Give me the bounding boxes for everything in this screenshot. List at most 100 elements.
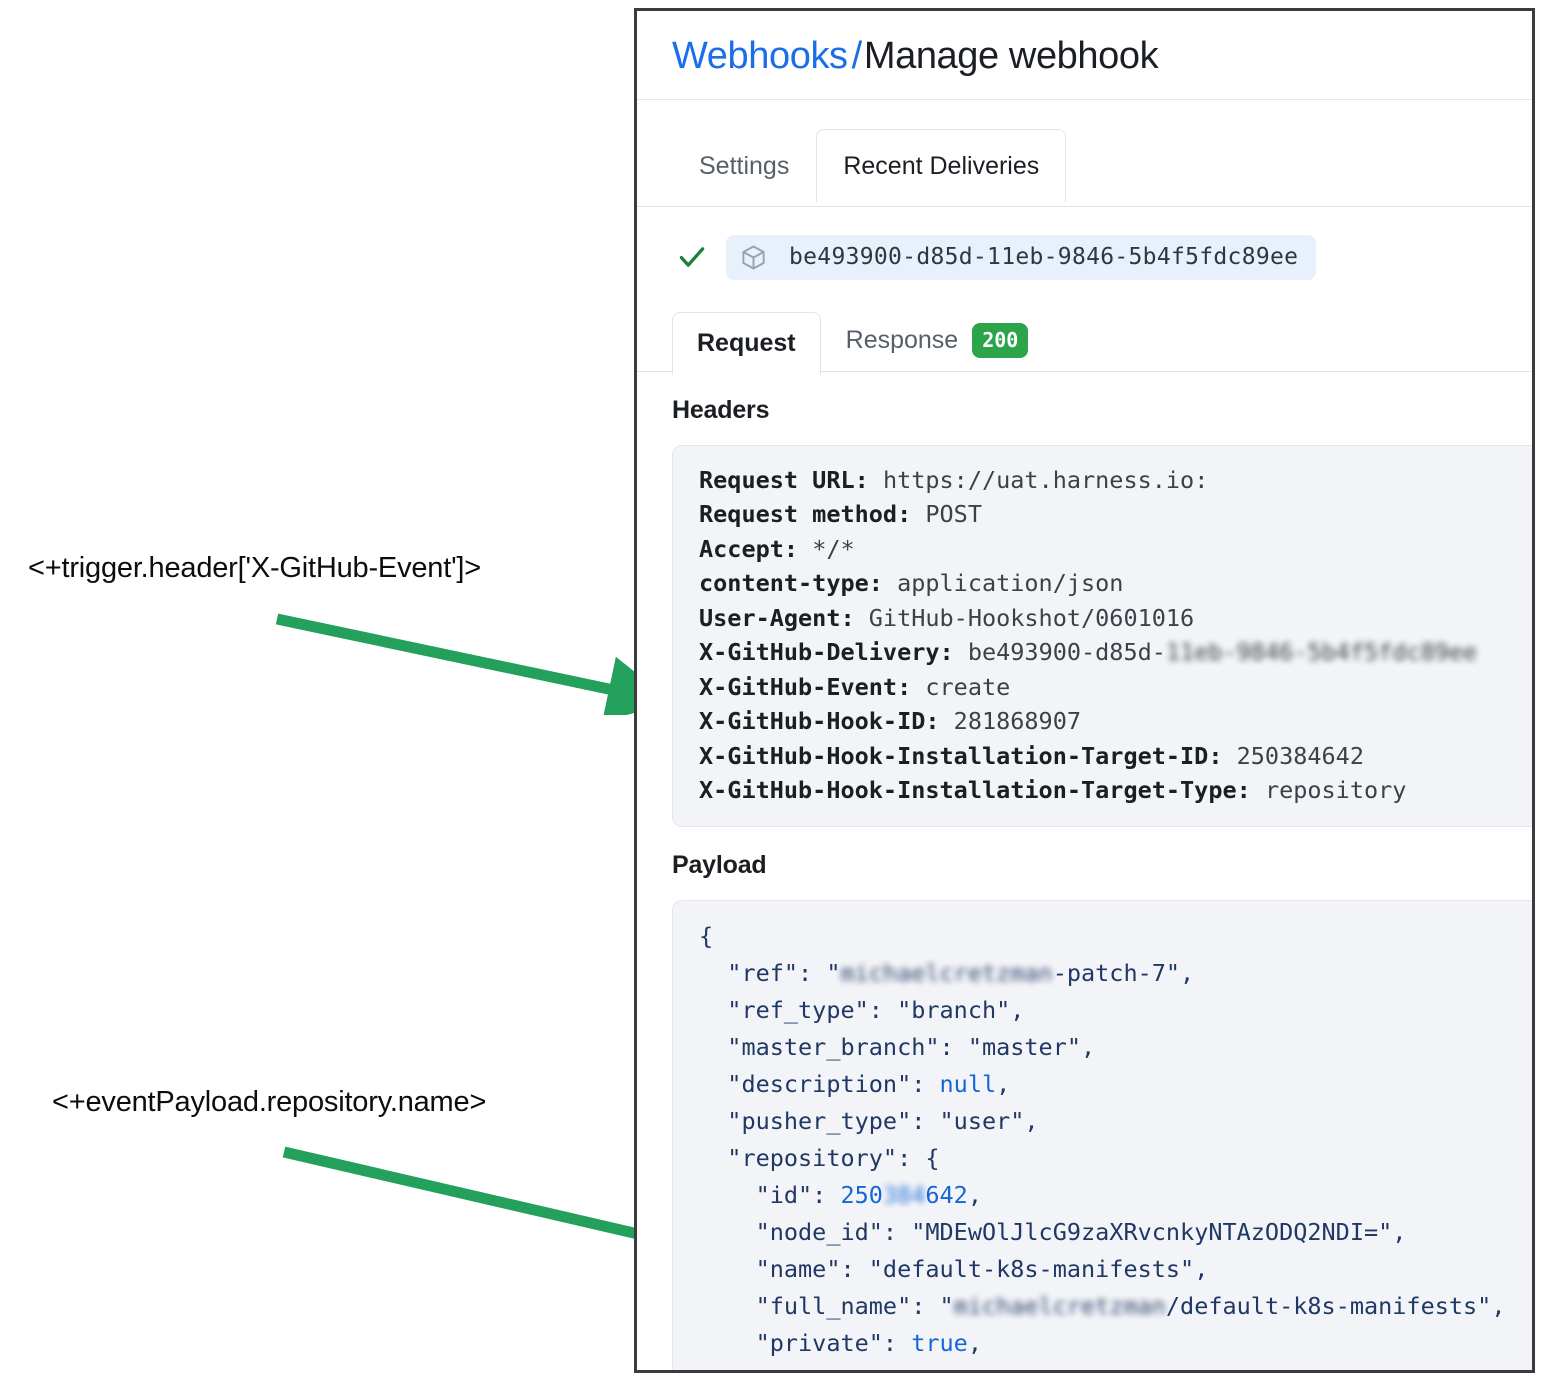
header-key: Request method: bbox=[699, 500, 926, 529]
header-key: Request URL: bbox=[699, 465, 883, 494]
payload-heading: Payload bbox=[672, 850, 767, 879]
payload-indent bbox=[699, 1033, 727, 1061]
header-value: POST bbox=[925, 500, 982, 529]
payload-text: "repository": { bbox=[727, 1143, 940, 1172]
payload-text: "private": bbox=[755, 1328, 912, 1357]
payload-indent bbox=[699, 1292, 756, 1320]
payload-redacted-text: 384 bbox=[882, 1180, 926, 1209]
payload-text: -patch-7", bbox=[1052, 958, 1195, 987]
payload-line: "pusher_type": "user", bbox=[699, 1103, 1532, 1140]
payload-indent bbox=[699, 1144, 727, 1172]
tab-response[interactable]: Response 200 bbox=[821, 306, 1054, 375]
payload-line: "name": "default-k8s-manifests", bbox=[699, 1251, 1532, 1288]
payload-text: , bbox=[967, 1328, 982, 1357]
payload-text: "owner": { bbox=[756, 1366, 897, 1370]
headers-box: Request URL: https://uat.harness.io:Requ… bbox=[672, 444, 1532, 827]
headers-heading: Headers bbox=[672, 395, 770, 424]
payload-line: "ref_type": "branch", bbox=[699, 992, 1532, 1029]
header-row: X-GitHub-Hook-Installation-Target-Type: … bbox=[699, 773, 1532, 808]
payload-text: "name": "default-k8s-manifests", bbox=[755, 1254, 1209, 1283]
payload-line: "repository": { bbox=[699, 1140, 1532, 1177]
header-value-redacted: 11eb-9846-5b4f5fdc89ee bbox=[1165, 638, 1478, 667]
annotation-label-trigger-header: <+trigger.header['X-GitHub-Event']> bbox=[28, 552, 482, 584]
payload-text: null bbox=[939, 1069, 997, 1098]
payload-indent bbox=[699, 1107, 727, 1135]
payload-line: "node_id": "MDEwOlJlcG9zaXRvcnkyNTAzODQ2… bbox=[699, 1214, 1532, 1251]
payload-line: "private": true, bbox=[699, 1325, 1532, 1362]
header-key: User-Agent: bbox=[699, 603, 869, 632]
payload-box: { "ref": "michaelcretzman-patch-7", "ref… bbox=[672, 899, 1532, 1370]
header-key: X-GitHub-Event: bbox=[699, 672, 926, 701]
payload-indent bbox=[699, 1070, 727, 1098]
payload-text: "id": bbox=[755, 1180, 841, 1209]
header-value: create bbox=[925, 672, 1011, 701]
sub-tabs-underline bbox=[637, 370, 1532, 372]
delivery-guid: be493900-d85d-11eb-9846-5b4f5fdc89ee bbox=[789, 244, 1299, 271]
payload-indent bbox=[699, 1329, 756, 1357]
header-row: X-GitHub-Hook-ID: 281868907 bbox=[699, 704, 1532, 739]
package-icon bbox=[742, 245, 765, 270]
header-divider bbox=[637, 98, 1532, 100]
breadcrumb-link-webhooks[interactable]: Webhooks bbox=[672, 35, 848, 77]
tab-request[interactable]: Request bbox=[672, 311, 821, 375]
tab-response-label: Response bbox=[845, 325, 959, 354]
payload-text: "description": bbox=[727, 1069, 940, 1098]
tab-settings[interactable]: Settings bbox=[699, 151, 790, 180]
payload-text: /default-k8s-manifests", bbox=[1165, 1291, 1506, 1320]
payload-line: "master_branch": "master", bbox=[699, 1029, 1532, 1066]
breadcrumb: Webhooks/Manage webhook bbox=[637, 11, 1532, 99]
header-row: X-GitHub-Delivery: be493900-d85d-11eb-98… bbox=[699, 635, 1532, 670]
payload-indent bbox=[699, 1181, 756, 1209]
payload-indent bbox=[699, 959, 727, 987]
header-key: content-type: bbox=[699, 569, 898, 598]
header-value: application/json bbox=[897, 569, 1124, 598]
header-row: content-type: application/json bbox=[699, 566, 1532, 601]
header-key: X-GitHub-Hook-Installation-Target-Type: bbox=[699, 776, 1265, 805]
header-row: Request method: POST bbox=[699, 497, 1532, 532]
payload-text: "master_branch": "master", bbox=[727, 1032, 1096, 1061]
tabs-underline bbox=[637, 205, 1532, 207]
payload-line: "owner": { bbox=[699, 1362, 1532, 1370]
payload-text: 642 bbox=[925, 1180, 968, 1209]
header-value: */* bbox=[812, 534, 855, 563]
payload-text: "ref_type": "branch", bbox=[727, 995, 1025, 1024]
header-value: 250384642 bbox=[1236, 741, 1364, 770]
payload-line: "id": 250384642, bbox=[699, 1177, 1532, 1214]
payload-text: 250 bbox=[840, 1180, 883, 1209]
payload-text: "pusher_type": "user", bbox=[727, 1106, 1039, 1135]
annotation-label-event-payload: <+eventPayload.repository.name> bbox=[52, 1086, 487, 1118]
breadcrumb-separator: / bbox=[851, 35, 863, 77]
header-row: User-Agent: GitHub-Hookshot/0601016 bbox=[699, 601, 1532, 636]
payload-text: "ref": " bbox=[727, 958, 841, 987]
header-row: X-GitHub-Hook-Installation-Target-ID: 25… bbox=[699, 739, 1532, 774]
delivery-row: be493900-d85d-11eb-9846-5b4f5fdc89ee bbox=[637, 207, 1532, 280]
header-row: X-GitHub-Event: create bbox=[699, 670, 1532, 705]
header-value: GitHub-Hookshot/0601016 bbox=[868, 603, 1195, 632]
header-key: Accept: bbox=[699, 534, 813, 563]
tab-recent-deliveries[interactable]: Recent Deliveries bbox=[816, 128, 1067, 203]
header-key: X-GitHub-Hook-Installation-Target-ID: bbox=[699, 741, 1237, 770]
payload-indent bbox=[699, 1366, 756, 1370]
payload-text: "node_id": "MDEwOlJlcG9zaXRvcnkyNTAzODQ2… bbox=[755, 1217, 1407, 1246]
payload-line: "full_name": "michaelcretzman/default-k8… bbox=[699, 1288, 1532, 1325]
webhook-tabs: Settings Recent Deliveries bbox=[637, 128, 1532, 207]
header-row: Request URL: https://uat.harness.io: bbox=[699, 463, 1532, 498]
payload-line: { bbox=[699, 918, 1532, 955]
page-title: Manage webhook bbox=[863, 35, 1159, 77]
payload-indent bbox=[699, 996, 727, 1024]
payload-line: "ref": "michaelcretzman-patch-7", bbox=[699, 955, 1532, 992]
webhook-panel: Webhooks/Manage webhook Settings Recent D… bbox=[634, 8, 1535, 1373]
header-row: Accept: */* bbox=[699, 532, 1532, 567]
status-badge: 200 bbox=[972, 322, 1029, 358]
header-value: https://uat.harness.io: bbox=[882, 465, 1209, 494]
payload-text: { bbox=[699, 921, 714, 950]
header-value: be493900-d85d- bbox=[967, 638, 1166, 667]
header-key: X-GitHub-Delivery: bbox=[699, 638, 968, 667]
payload-redacted-text: michaelcretzman bbox=[953, 1291, 1166, 1320]
payload-text: , bbox=[996, 1069, 1011, 1098]
delivery-id-pill[interactable]: be493900-d85d-11eb-9846-5b4f5fdc89ee bbox=[726, 234, 1317, 280]
header-value: 281868907 bbox=[953, 707, 1082, 736]
payload-text: true bbox=[911, 1328, 968, 1357]
payload-redacted-text: michaelcretzman bbox=[840, 958, 1053, 987]
payload-text: , bbox=[967, 1180, 982, 1209]
